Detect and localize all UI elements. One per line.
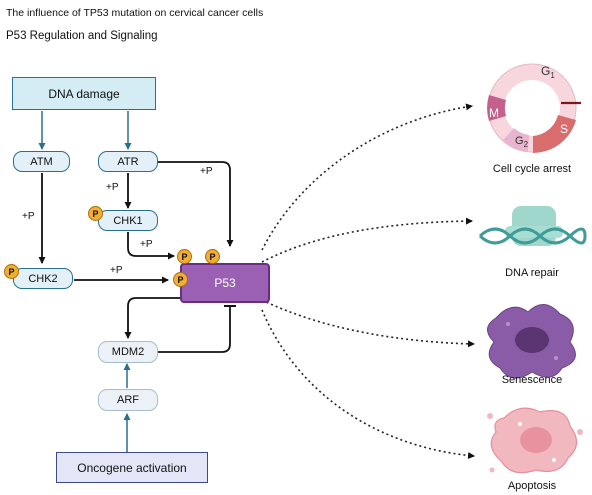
phase-g1-label: G1	[541, 64, 555, 80]
phospho-badge-p53-2: P	[205, 249, 220, 264]
phase-m-label: M	[489, 106, 499, 120]
dotted-arrow-apoptosis	[261, 309, 475, 459]
phase-s-label: S	[560, 122, 568, 136]
mdm2-node: MDM2	[98, 341, 158, 363]
phospho-badge-chk1: P	[88, 206, 103, 221]
inhibit-mdm2-to-p53	[158, 306, 231, 353]
phospho-label-chk1-p53: +P	[140, 239, 153, 250]
arf-node: ARF	[98, 389, 158, 411]
phospho-label-atr-chk1: +P	[106, 182, 119, 193]
chk1-node: CHK1	[98, 210, 158, 231]
arrow-chk1-to-p53	[127, 232, 175, 260]
outcome-senescence: Senescence	[501, 374, 563, 386]
phospho-label-atm-chk2: +P	[22, 211, 35, 222]
figure-title: The influence of TP53 mutation on cervic…	[6, 7, 264, 19]
phospho-label-atr-p53: +P	[200, 166, 213, 177]
outcome-cell-cycle-arrest: Cell cycle arrest	[492, 163, 572, 175]
phospho-label-chk2-p53: +P	[110, 265, 123, 276]
oncogene-activation-box: Oncogene activation	[56, 452, 208, 483]
atm-node: ATM	[13, 151, 70, 172]
arrow-atr-to-p53	[158, 161, 234, 247]
phospho-badge-p53-3: P	[173, 272, 188, 287]
arrow-p53-to-mdm2	[124, 297, 180, 339]
outcome-dna-repair: DNA repair	[505, 267, 559, 279]
phase-g2-label: G2	[515, 135, 529, 149]
phospho-badge-p53-1: P	[177, 249, 192, 264]
dna-damage-box: DNA damage	[12, 77, 156, 110]
outcome-apoptosis: Apoptosis	[507, 480, 557, 492]
atr-node: ATR	[98, 151, 158, 172]
phospho-badge-chk2: P	[4, 264, 19, 279]
figure-subtitle: P53 Regulation and Signaling	[6, 30, 158, 42]
